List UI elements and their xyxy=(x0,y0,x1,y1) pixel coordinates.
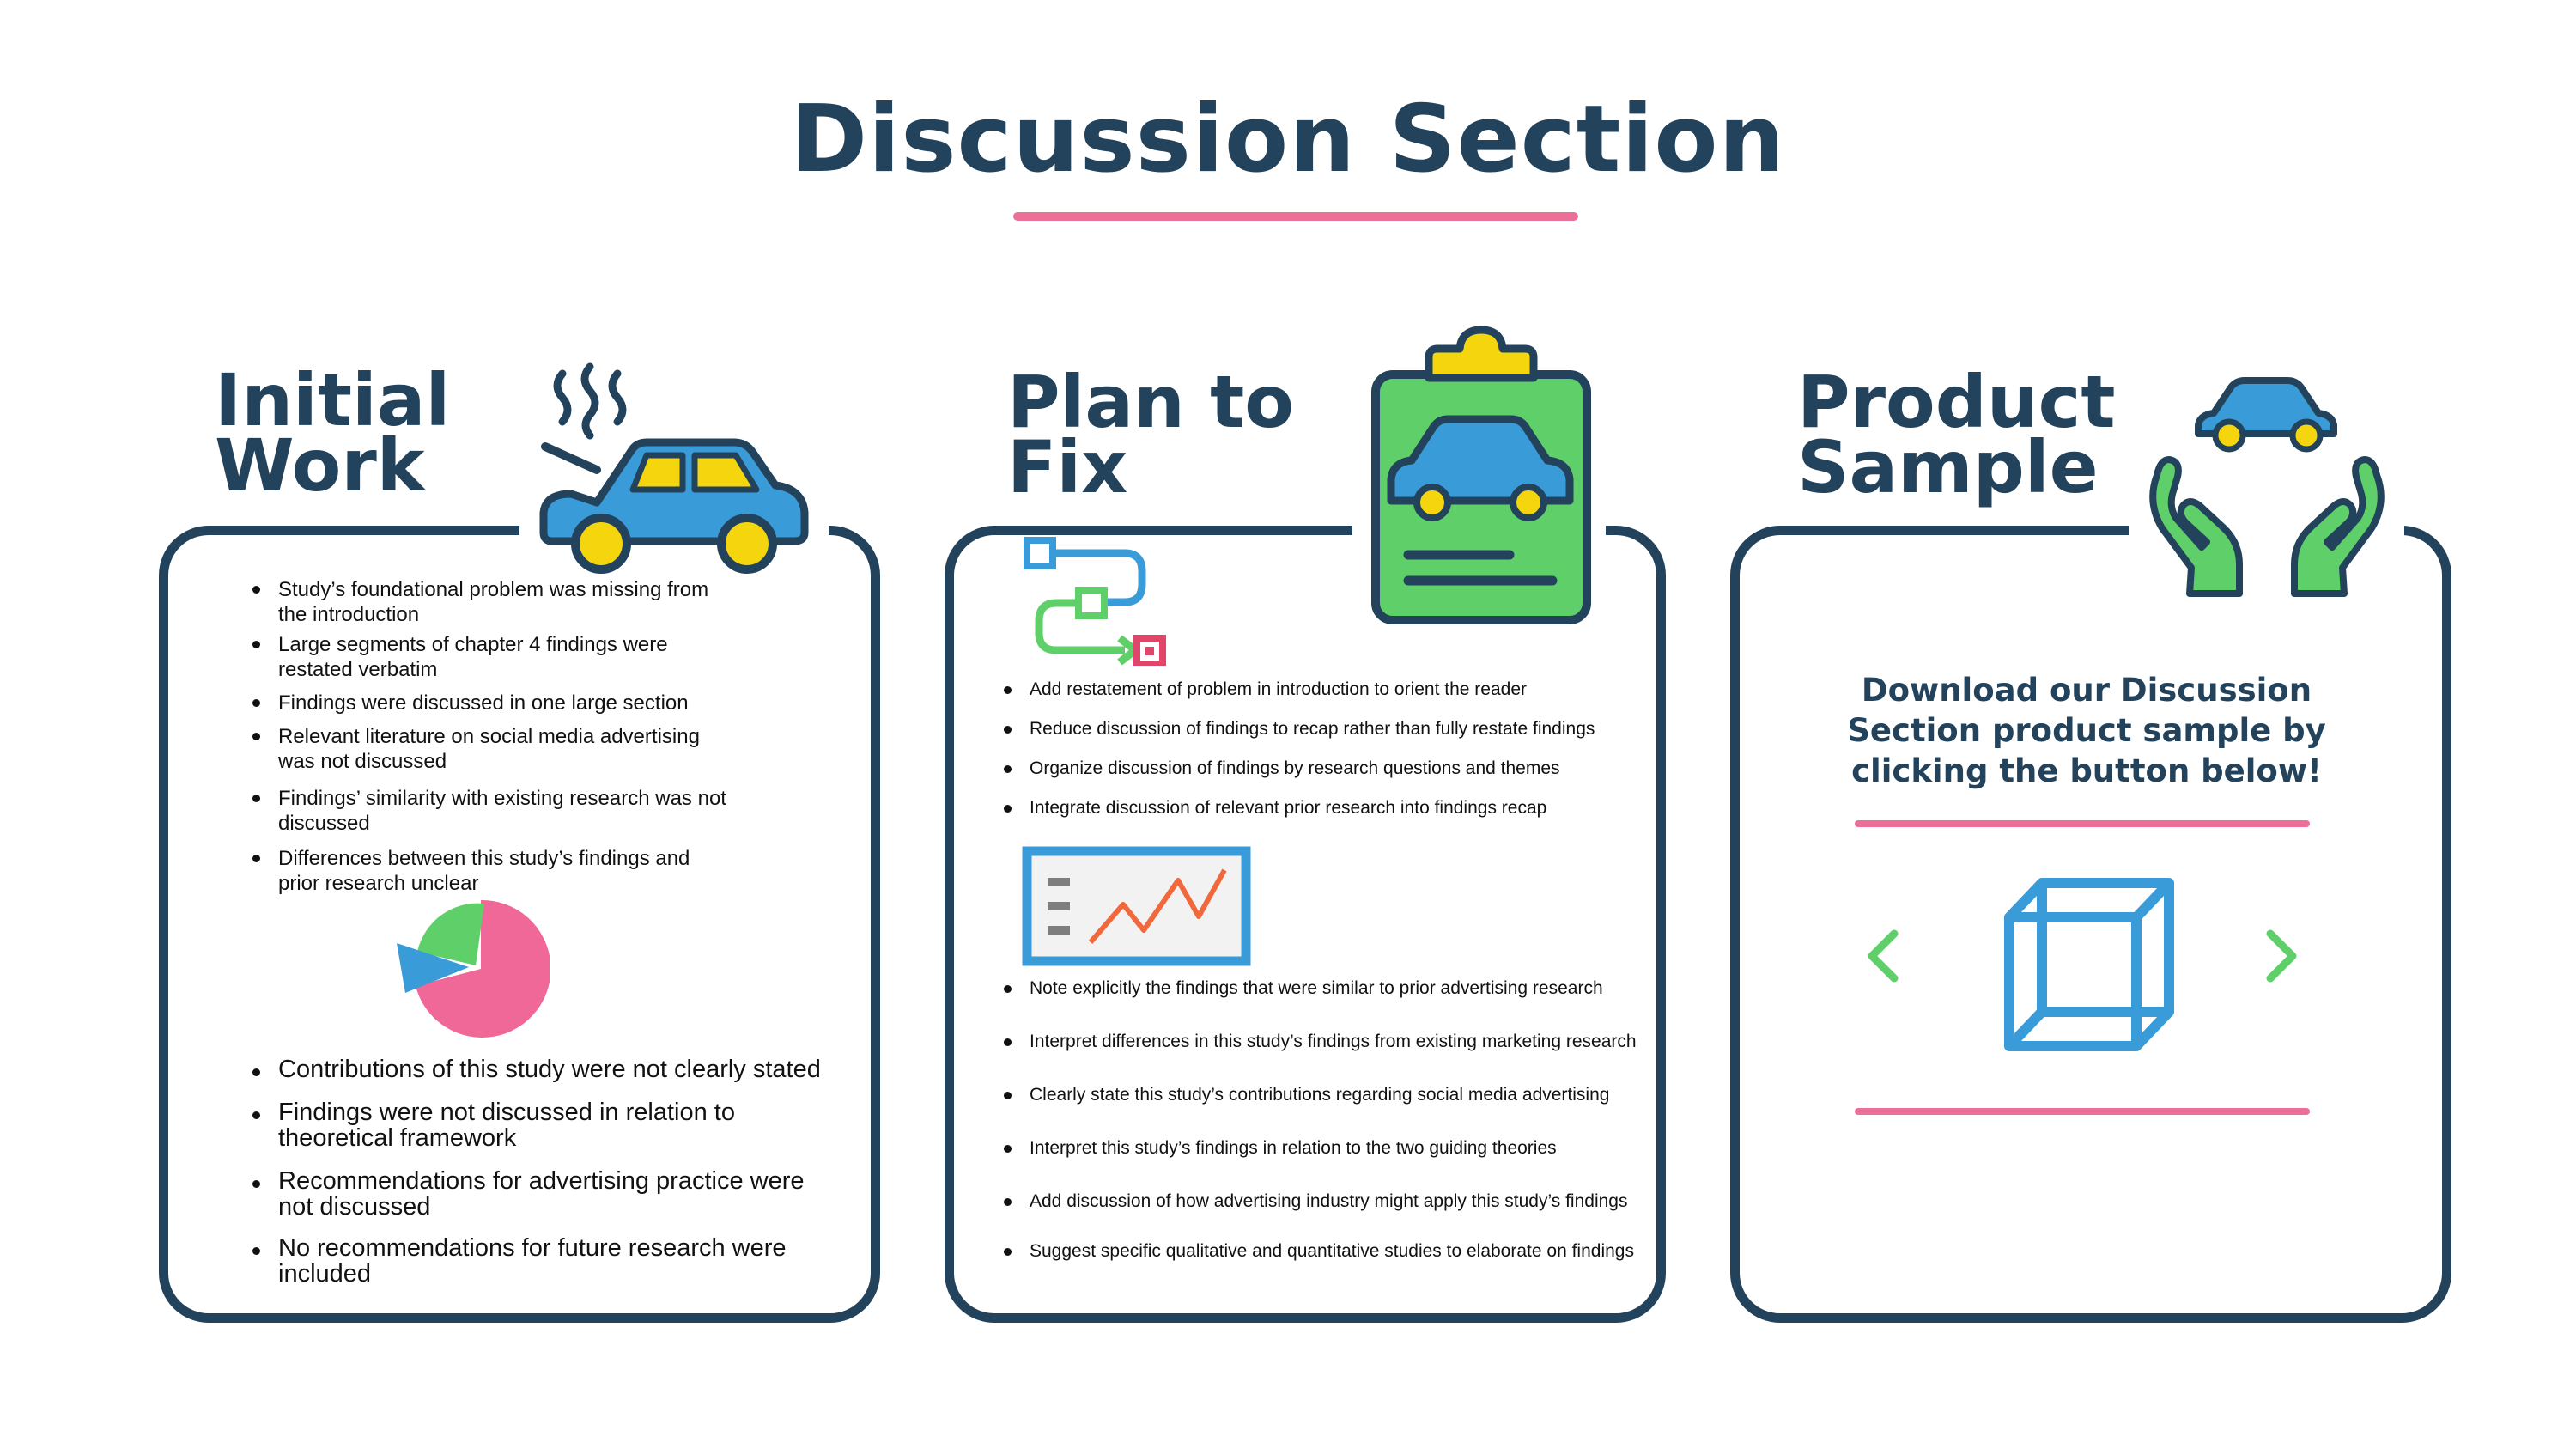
pie-chart-icon xyxy=(397,899,550,1038)
product-sample-title: Product Sample xyxy=(1797,360,2116,509)
list-item: Recommendations for advertising practice… xyxy=(249,1168,833,1220)
page-title: Discussion Section xyxy=(790,86,1786,193)
list-item: Add discussion of how advertising indust… xyxy=(1000,1190,1662,1213)
plan-to-fix-title: Plan to Fix xyxy=(1007,360,1294,509)
chevron-right-icon[interactable] xyxy=(2250,922,2310,990)
download-prompt: Download our Discussion Section product … xyxy=(1847,672,2326,789)
divider-top xyxy=(1855,820,2310,827)
list-item: No recommendations for future research w… xyxy=(249,1235,833,1287)
chevron-left-icon[interactable] xyxy=(1855,922,1915,990)
list-item: Suggest specific qualitative and quantit… xyxy=(1000,1240,1662,1263)
divider-bottom xyxy=(1855,1108,2310,1115)
list-item: Add restatement of problem in introducti… xyxy=(1000,679,1653,701)
list-item: Interpret this study’s findings in relat… xyxy=(1000,1137,1662,1160)
list-item: Reduce discussion of findings to recap r… xyxy=(1000,718,1653,740)
list-item: Findings’ similarity with existing resea… xyxy=(249,786,730,836)
line-chart-window-icon xyxy=(1022,846,1251,966)
list-item: Relevant literature on social media adve… xyxy=(249,724,730,774)
hands-holding-car-icon xyxy=(2149,377,2385,597)
list-item: Note explicitly the findings that were s… xyxy=(1000,977,1662,1000)
list-item: Integrate discussion of relevant prior r… xyxy=(1000,797,1653,819)
list-item: Clearly state this study’s contributions… xyxy=(1000,1084,1662,1106)
car-hood-open-steam-icon xyxy=(539,362,809,574)
plan-to-fix-list-bottom: Note explicitly the findings that were s… xyxy=(1000,977,1662,1263)
title-underline xyxy=(1013,212,1578,221)
3d-cube-icon[interactable] xyxy=(1992,868,2181,1056)
list-item: Study’s foundational problem was missing… xyxy=(249,577,730,627)
initial-work-title: Initial Work xyxy=(215,358,451,508)
initial-work-list-bottom: Contributions of this study were not cle… xyxy=(249,1056,833,1287)
list-item: Findings were not discussed in relation … xyxy=(249,1099,833,1151)
clipboard-car-icon xyxy=(1371,326,1591,624)
list-item: Large segments of chapter 4 findings wer… xyxy=(249,632,730,682)
list-item: Differences between this study’s finding… xyxy=(249,846,730,896)
list-item: Interpret differences in this study’s fi… xyxy=(1000,1031,1662,1053)
list-item: Organize discussion of findings by resea… xyxy=(1000,758,1653,780)
product-sample-card xyxy=(1730,526,2451,1323)
list-item: Contributions of this study were not cle… xyxy=(249,1056,833,1082)
plan-to-fix-list-top: Add restatement of problem in introducti… xyxy=(1000,679,1653,819)
list-item: Findings were discussed in one large sec… xyxy=(249,691,730,715)
initial-work-list-top: Study’s foundational problem was missing… xyxy=(249,577,730,896)
flowchart-icon xyxy=(1024,537,1166,666)
